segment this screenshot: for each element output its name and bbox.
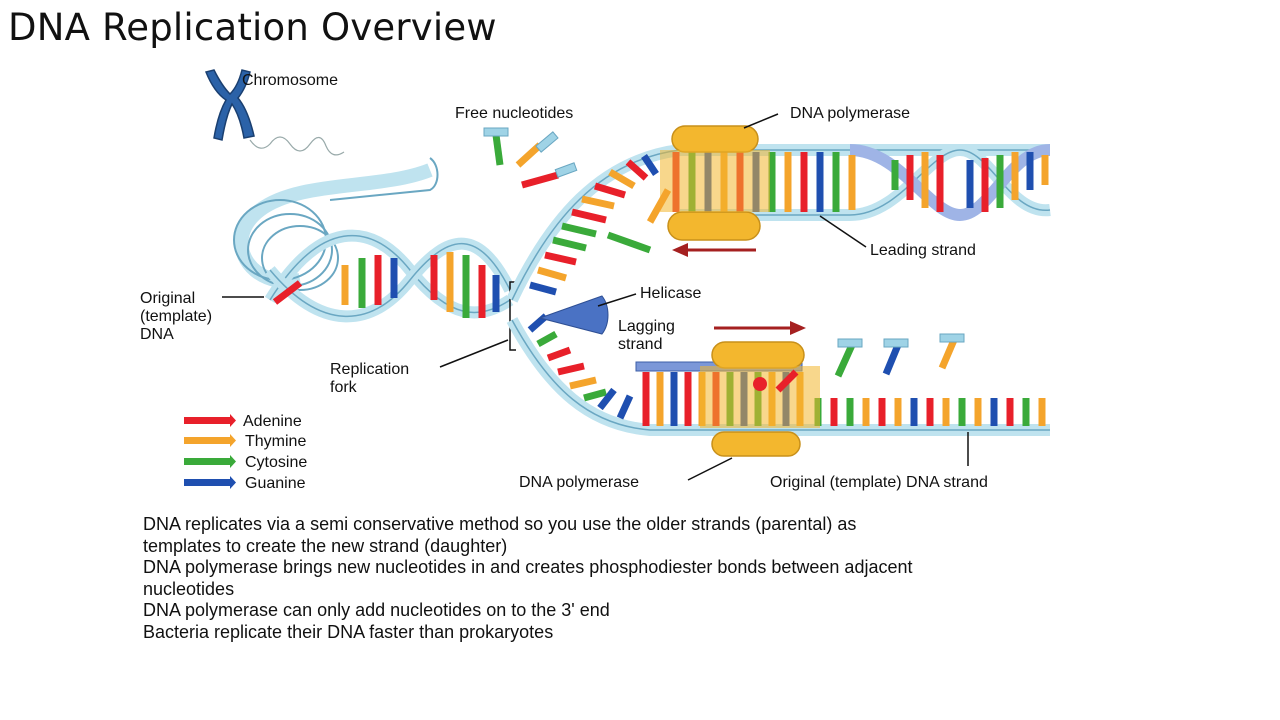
legend-label-adenine: Adenine: [243, 413, 302, 430]
dna-polymerase-top-enzyme: [660, 125, 770, 241]
dna-replication-diagram: Chromosome Free nucleotides DNA polymera…: [140, 69, 1051, 492]
chromosome-label: Chromosome: [242, 72, 338, 89]
legend-item-cytosine: Cytosine: [184, 454, 307, 471]
legend: Adenine Thymine Cytosine Guanine: [184, 413, 307, 492]
original-template-strand-label: Original (template) DNA strand: [770, 474, 988, 491]
original-dna-label-line3: DNA: [140, 326, 174, 343]
chromatin-coil: [249, 136, 345, 156]
note-line: DNA polymerase brings new nucleotides in…: [143, 557, 913, 577]
original-dna-label-line2: (template): [140, 308, 212, 325]
legend-label-guanine: Guanine: [245, 475, 306, 492]
legend-label-thymine: Thymine: [245, 433, 306, 450]
lagging-strand-label-line1: Lagging: [618, 318, 675, 335]
dna-polymerase-bottom-label: DNA polymerase: [519, 474, 639, 491]
note-line: DNA replicates via a semi conservative m…: [143, 514, 857, 534]
legend-item-guanine: Guanine: [184, 475, 306, 492]
legend-label-cytosine: Cytosine: [245, 454, 307, 471]
helicase-label: Helicase: [640, 285, 701, 302]
replication-fork-bracket: [509, 281, 516, 351]
helicase-enzyme: [538, 295, 609, 335]
notes-text-block: DNA replicates via a semi conservative m…: [143, 514, 1243, 643]
original-dna-label-line1: Original: [140, 290, 195, 307]
leader-lines: [222, 113, 969, 481]
chromosome-icon: [204, 69, 255, 141]
supercoiled-dna: [233, 157, 439, 291]
free-nucleotides: [483, 127, 672, 254]
legend-item-adenine: Adenine: [184, 413, 302, 430]
dna-polymerase-top-label: DNA polymerase: [790, 105, 910, 122]
legend-item-thymine: Thymine: [184, 433, 306, 450]
lower-template-strand: [506, 313, 1050, 436]
note-line: DNA polymerase can only add nucleotides …: [143, 600, 610, 620]
replication-fork-label-line2: fork: [330, 379, 358, 396]
parental-double-helix: [264, 229, 516, 323]
leading-strand-label: Leading strand: [870, 242, 976, 259]
note-line: Bacteria replicate their DNA faster than…: [143, 621, 554, 642]
leading-direction-arrow-icon: [672, 243, 756, 257]
lagging-direction-arrow-icon: [714, 321, 806, 335]
free-nucleotides-label: Free nucleotides: [455, 105, 573, 122]
page-title: DNA Replication Overview: [8, 6, 497, 49]
note-line: templates to create the new strand (daug…: [143, 535, 508, 556]
note-line: nucleotides: [143, 578, 235, 599]
replication-fork-label-line1: Replication: [330, 361, 409, 378]
lagging-strand-label-line2: strand: [618, 336, 662, 353]
incoming-nucleotides: [775, 333, 965, 393]
dna-polymerase-bottom-enzyme: [700, 341, 820, 457]
